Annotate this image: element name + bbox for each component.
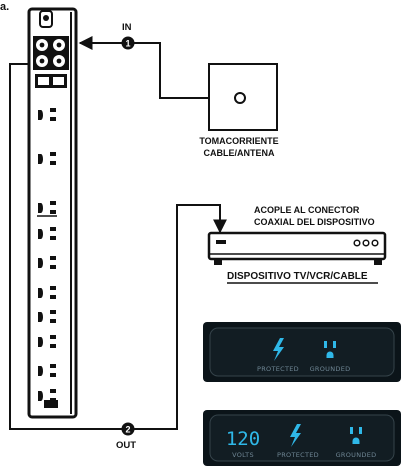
indicator-window [44,400,58,408]
lightning-bolt-icon [290,424,301,447]
device-foot [374,259,382,265]
outlet-icon [38,256,56,269]
device-label: DISPOSITIVO TV/VCR/CABLE [227,271,368,282]
wall-outlet-label-2: CABLE/ANTENA [204,148,275,158]
wall-outlet: TOMACORRIENTE CABLE/ANTENA [199,63,279,158]
in-label: IN [122,22,132,33]
in-number: 1 [125,39,130,49]
outlet-icon [38,201,56,214]
wall-outlet-label-1: TOMACORRIENTE [199,136,278,146]
protected-label: PROTECTED [277,451,319,459]
outlet-icon [38,335,56,348]
indicator-panel-2: 120 VOLTS PROTECTED GROUNDED [203,410,401,466]
ground-plug-icon [324,341,336,358]
outlet-icon [38,152,56,165]
outlet-icon [38,286,56,299]
grounded-label: GROUNDED [336,451,377,459]
outlet-icon [38,310,56,323]
volts-label: VOLTS [232,451,254,459]
top-text: a. [0,1,9,13]
in-connection: IN 1 [78,22,236,99]
out-connection: 2 OUT [9,63,227,451]
indicator-panel-1: PROTECTED GROUNDED [203,322,401,382]
outlet-icon [38,364,56,377]
device-knob-icon [362,239,370,247]
out-number: 2 [125,425,130,435]
ground-plug-icon [350,427,362,444]
mount-hole [43,15,49,21]
device-connector-label-1: ACOPLE AL CONECTOR [254,205,360,215]
device-knob-icon [353,239,361,247]
power-strip [27,7,78,419]
out-label: OUT [116,440,136,451]
phone-jacks [35,74,67,88]
voltage-readout: 120 [226,428,260,450]
device-foot [214,259,222,265]
device-connector-label-2: COAXIAL DEL DISPOSITIVO [254,217,375,227]
tv-vcr-device: ACOPLE AL CONECTOR COAXIAL DEL DISPOSITI… [207,205,387,284]
lightning-bolt-icon [273,338,284,361]
outlet-icon [38,108,56,121]
protected-label: PROTECTED [257,365,299,373]
in-number-badge [121,36,135,50]
outlet-icon [38,227,56,240]
device-display [216,240,226,244]
device-knob-icon [371,239,379,247]
coax-jack-icon [234,92,246,104]
out-number-badge [121,422,135,436]
grounded-label: GROUNDED [310,365,351,373]
coax-port-group [33,36,69,70]
